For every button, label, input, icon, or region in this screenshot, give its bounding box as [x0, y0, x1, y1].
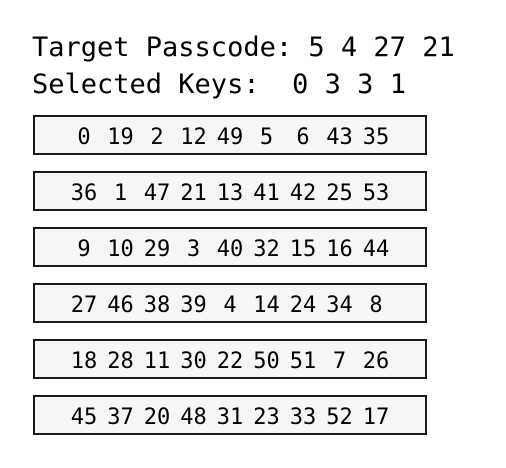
- key[interactable]: 11: [143, 349, 171, 374]
- key[interactable]: 43: [326, 125, 353, 150]
- key[interactable]: 21: [180, 181, 207, 206]
- key[interactable]: 6: [296, 125, 310, 150]
- key[interactable]: 38: [143, 293, 171, 318]
- key[interactable]: 30: [180, 349, 207, 374]
- key[interactable]: 5: [259, 125, 274, 150]
- key[interactable]: 9: [77, 237, 91, 262]
- key[interactable]: 16: [326, 237, 353, 262]
- key[interactable]: 28: [107, 349, 134, 374]
- key[interactable]: 8: [369, 293, 383, 318]
- key[interactable]: 10: [107, 237, 134, 262]
- keypad-row-3[interactable]: 9 10 29 3 40 32 15 16 44: [33, 227, 427, 267]
- key[interactable]: 47: [143, 181, 171, 206]
- key[interactable]: 15: [289, 237, 317, 262]
- key[interactable]: 36: [70, 181, 98, 206]
- key[interactable]: 50: [253, 349, 280, 374]
- key[interactable]: 29: [143, 237, 171, 262]
- target-passcode-line: Target Passcode: 5 4 27 21: [32, 32, 455, 64]
- key[interactable]: 48: [180, 405, 207, 430]
- keypad-row-6[interactable]: 45 37 20 48 31 23 33 52 17: [33, 395, 427, 435]
- selected-digit: 3: [357, 69, 374, 100]
- key[interactable]: 22: [216, 349, 244, 374]
- key[interactable]: 26: [362, 349, 390, 374]
- key[interactable]: 34: [326, 293, 353, 318]
- key[interactable]: 19: [107, 125, 134, 150]
- key[interactable]: 0: [77, 125, 91, 150]
- target-passcode-label: Target Passcode:: [32, 32, 293, 63]
- selected-digit: 1: [389, 69, 406, 100]
- key[interactable]: 23: [253, 405, 280, 430]
- key[interactable]: 41: [253, 181, 280, 206]
- key[interactable]: 42: [289, 181, 317, 206]
- key[interactable]: 53: [362, 181, 390, 206]
- key[interactable]: 25: [326, 181, 353, 206]
- key[interactable]: 37: [107, 405, 134, 430]
- selected-keys-line: Selected Keys: 0 3 3 1: [32, 69, 406, 101]
- keypad-row-4[interactable]: 27 46 38 39 4 14 24 34 8: [33, 283, 427, 323]
- target-digit: 27: [373, 32, 406, 63]
- key[interactable]: 2: [150, 125, 164, 150]
- key[interactable]: 46: [107, 293, 134, 318]
- key[interactable]: 3: [186, 237, 201, 262]
- key[interactable]: 40: [216, 237, 244, 262]
- key[interactable]: 1: [113, 181, 128, 206]
- selected-digit: 0: [292, 69, 309, 100]
- key[interactable]: 13: [216, 181, 244, 206]
- target-digit: 5: [308, 32, 325, 63]
- key[interactable]: 4: [223, 293, 237, 318]
- key[interactable]: 33: [289, 405, 317, 430]
- key[interactable]: 35: [362, 125, 390, 150]
- key[interactable]: 51: [289, 349, 317, 374]
- key[interactable]: 44: [362, 237, 390, 262]
- target-digit: 4: [340, 32, 358, 63]
- key[interactable]: 52: [326, 405, 353, 430]
- keypad-row-2[interactable]: 36 1 47 21 13 41 42 25 53: [33, 171, 427, 211]
- key[interactable]: 12: [180, 125, 207, 150]
- target-digit: 21: [422, 32, 455, 63]
- selected-digit: 3: [324, 69, 341, 100]
- key[interactable]: 32: [253, 237, 280, 262]
- key[interactable]: 49: [216, 125, 244, 150]
- key[interactable]: 24: [289, 293, 317, 318]
- key[interactable]: 31: [216, 405, 244, 430]
- key[interactable]: 39: [180, 293, 207, 318]
- key[interactable]: 27: [70, 293, 98, 318]
- key[interactable]: 14: [253, 293, 280, 318]
- key[interactable]: 18: [70, 349, 98, 374]
- selected-keys-label: Selected Keys:: [32, 69, 260, 100]
- key[interactable]: 20: [143, 405, 171, 430]
- key[interactable]: 17: [362, 405, 390, 430]
- key[interactable]: 7: [332, 349, 347, 374]
- keypad-row-5[interactable]: 18 28 11 30 22 50 51 7 26: [33, 339, 427, 379]
- key[interactable]: 45: [70, 405, 98, 430]
